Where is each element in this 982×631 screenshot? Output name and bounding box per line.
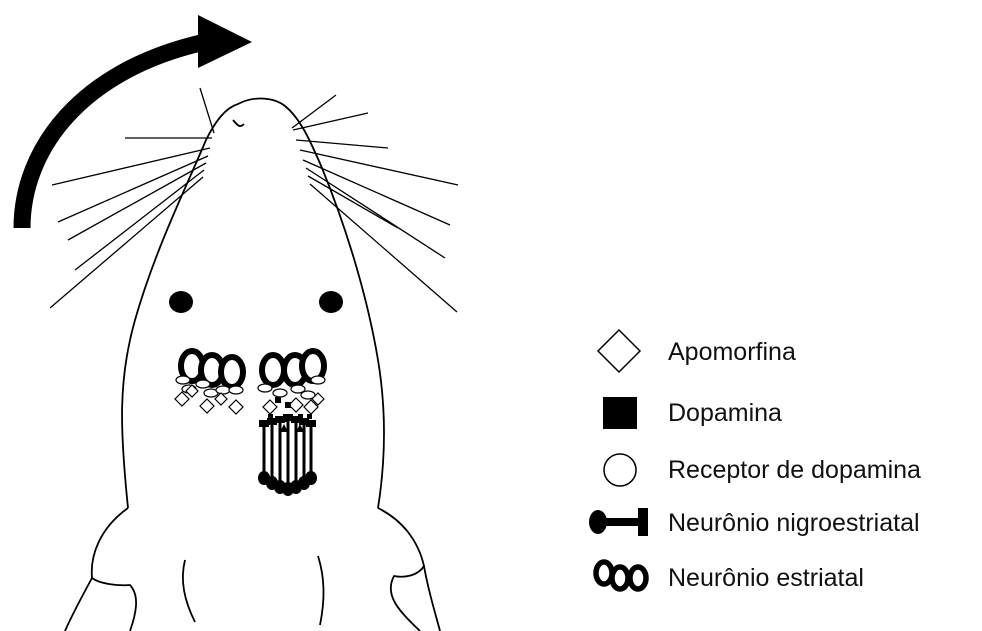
legend: Apomorfina Dopamina Receptor de dopamina… — [589, 330, 921, 592]
nigrostriatal-neuron-icon — [589, 508, 648, 536]
legend-label-dopamina: Dopamina — [668, 399, 782, 427]
right-apomorphine — [263, 393, 324, 414]
diamond-outline-icon — [598, 330, 640, 372]
rat-head-outline — [65, 98, 440, 631]
legend-item-receptor: Receptor de dopamina — [604, 454, 921, 486]
black-square-icon — [603, 397, 637, 429]
legend-item-dopamina: Dopamina — [603, 397, 782, 429]
legend-label-apomorfina: Apomorfina — [668, 338, 796, 366]
left-eye — [169, 291, 193, 313]
right-eye — [319, 291, 343, 313]
legend-item-nigroestriatal: Neurônio nigroestriatal — [589, 508, 920, 537]
nigrostriatal-neuron-bundle — [258, 414, 317, 496]
legend-label-estriatal: Neurônio estriatal — [668, 564, 864, 592]
circle-outline-icon — [604, 454, 636, 486]
legend-item-apomorfina: Apomorfina — [598, 330, 796, 372]
whiskers — [50, 88, 458, 312]
legend-label-nigroestriatal: Neurônio nigroestriatal — [668, 509, 920, 537]
right-striatum — [258, 351, 325, 422]
legend-label-receptor: Receptor de dopamina — [668, 456, 921, 484]
striatal-neuron-icon — [596, 562, 646, 589]
left-striatum — [175, 351, 243, 414]
legend-item-estriatal: Neurônio estriatal — [596, 562, 864, 592]
left-striatal-neuron — [181, 351, 243, 387]
